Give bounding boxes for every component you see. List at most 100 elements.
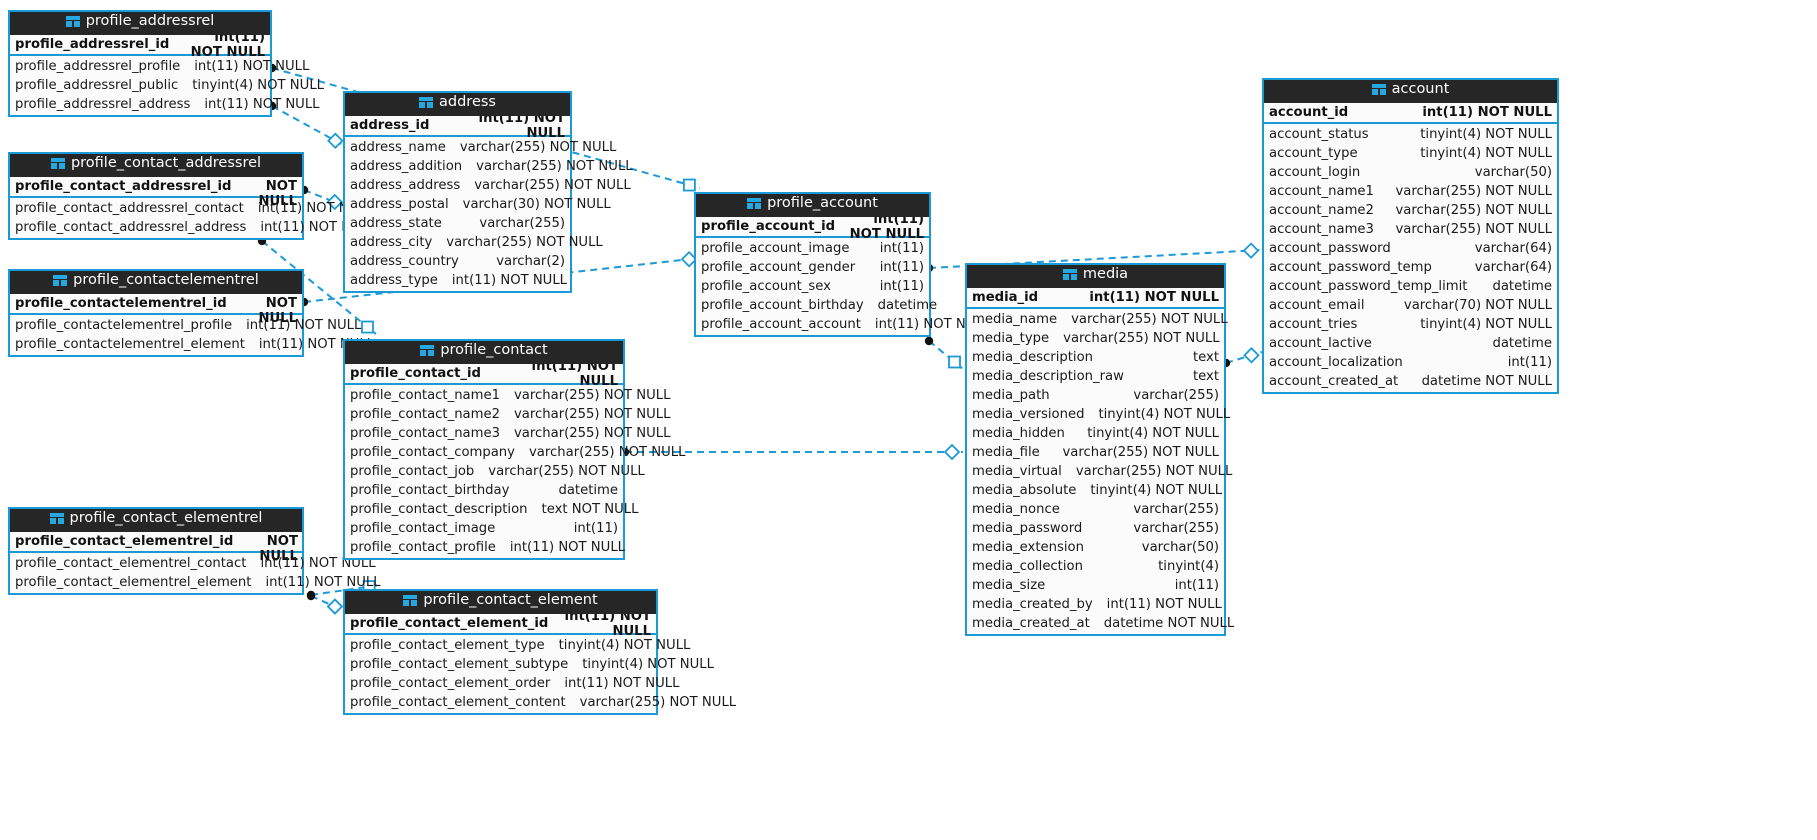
- primary-key-type: int(11) NOT NULL: [1422, 105, 1552, 120]
- relation-target-square-marker: [948, 355, 961, 369]
- field-type: int(11): [879, 241, 924, 256]
- entity-header-profile_account[interactable]: profile_account: [696, 194, 929, 217]
- entity-header-profile_addressrel[interactable]: profile_addressrel: [10, 12, 270, 35]
- field-name: media_created_at: [972, 616, 1090, 631]
- entity-header-profile_contact_elementrel[interactable]: profile_contact_elementrel: [10, 509, 302, 532]
- entity-header-address[interactable]: address: [345, 93, 570, 116]
- entity-header-profile_contact_addressrel[interactable]: profile_contact_addressrel: [10, 154, 302, 177]
- entity-header-media[interactable]: media: [967, 265, 1224, 288]
- entity-header-profile_contact_element[interactable]: profile_contact_element: [345, 591, 656, 614]
- entity-header-profile_contactelementrel[interactable]: profile_contactelementrel: [10, 271, 302, 294]
- entity-header-account[interactable]: account: [1264, 80, 1557, 103]
- entity-header-profile_contact[interactable]: profile_contact: [345, 341, 623, 364]
